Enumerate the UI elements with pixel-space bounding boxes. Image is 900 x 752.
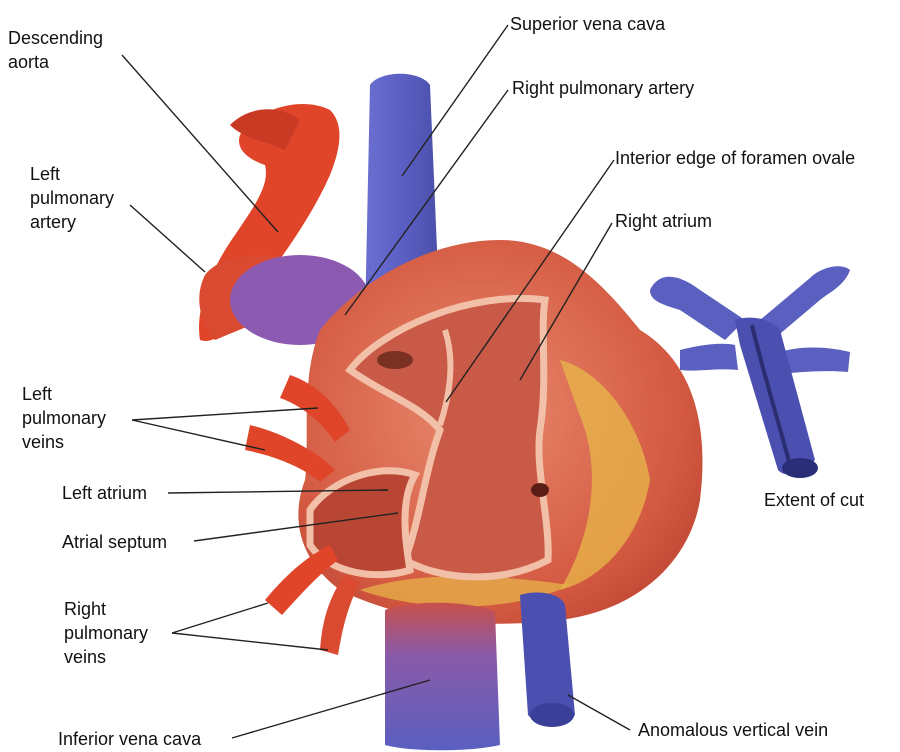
label-right-atrium: Right atrium [615,209,712,233]
leader-right-pulmonary-veins-a [172,603,268,633]
cut-vein-opening [782,458,818,478]
label-left-pulmonary-veins: Left pulmonary veins [22,382,106,454]
label-atrial-septum: Atrial septum [62,530,167,554]
cut-vein-left-lower [680,344,738,371]
label-extent-of-cut: Extent of cut [764,488,864,512]
leader-left-pulmonary-veins-b [132,420,265,450]
cut-vein-trunk [735,318,815,475]
right-pulmonary-vein-upper [265,545,338,615]
leader-left-pulmonary-veins-a [132,408,318,420]
coronary-sinus-opening [531,483,549,497]
label-right-pulmonary-artery: Right pulmonary artery [512,76,694,100]
leader-right-pulmonary-veins-b [172,633,328,650]
right-pulmonary-vein-lower [320,575,360,655]
label-anomalous-vertical-vein: Anomalous vertical vein [638,718,828,742]
label-descending-aorta: Descending aorta [8,26,103,74]
leader-left-pulmonary-artery [130,205,205,272]
inferior-vena-cava-shape [385,603,500,751]
label-interior-edge-foramen-ovale: Interior edge of foramen ovale [615,146,855,170]
label-left-atrium: Left atrium [62,481,147,505]
cut-vein-upper-left [650,277,745,340]
cavity-shadow [377,351,413,369]
label-left-pulmonary-artery: Left pulmonary artery [30,162,114,234]
label-superior-vena-cava: Superior vena cava [510,12,665,36]
label-inferior-vena-cava: Inferior vena cava [58,727,201,751]
label-right-pulmonary-veins: Right pulmonary veins [64,597,148,669]
leader-anomalous-vertical-vein [568,695,630,730]
vertical-vein-end [530,703,574,727]
